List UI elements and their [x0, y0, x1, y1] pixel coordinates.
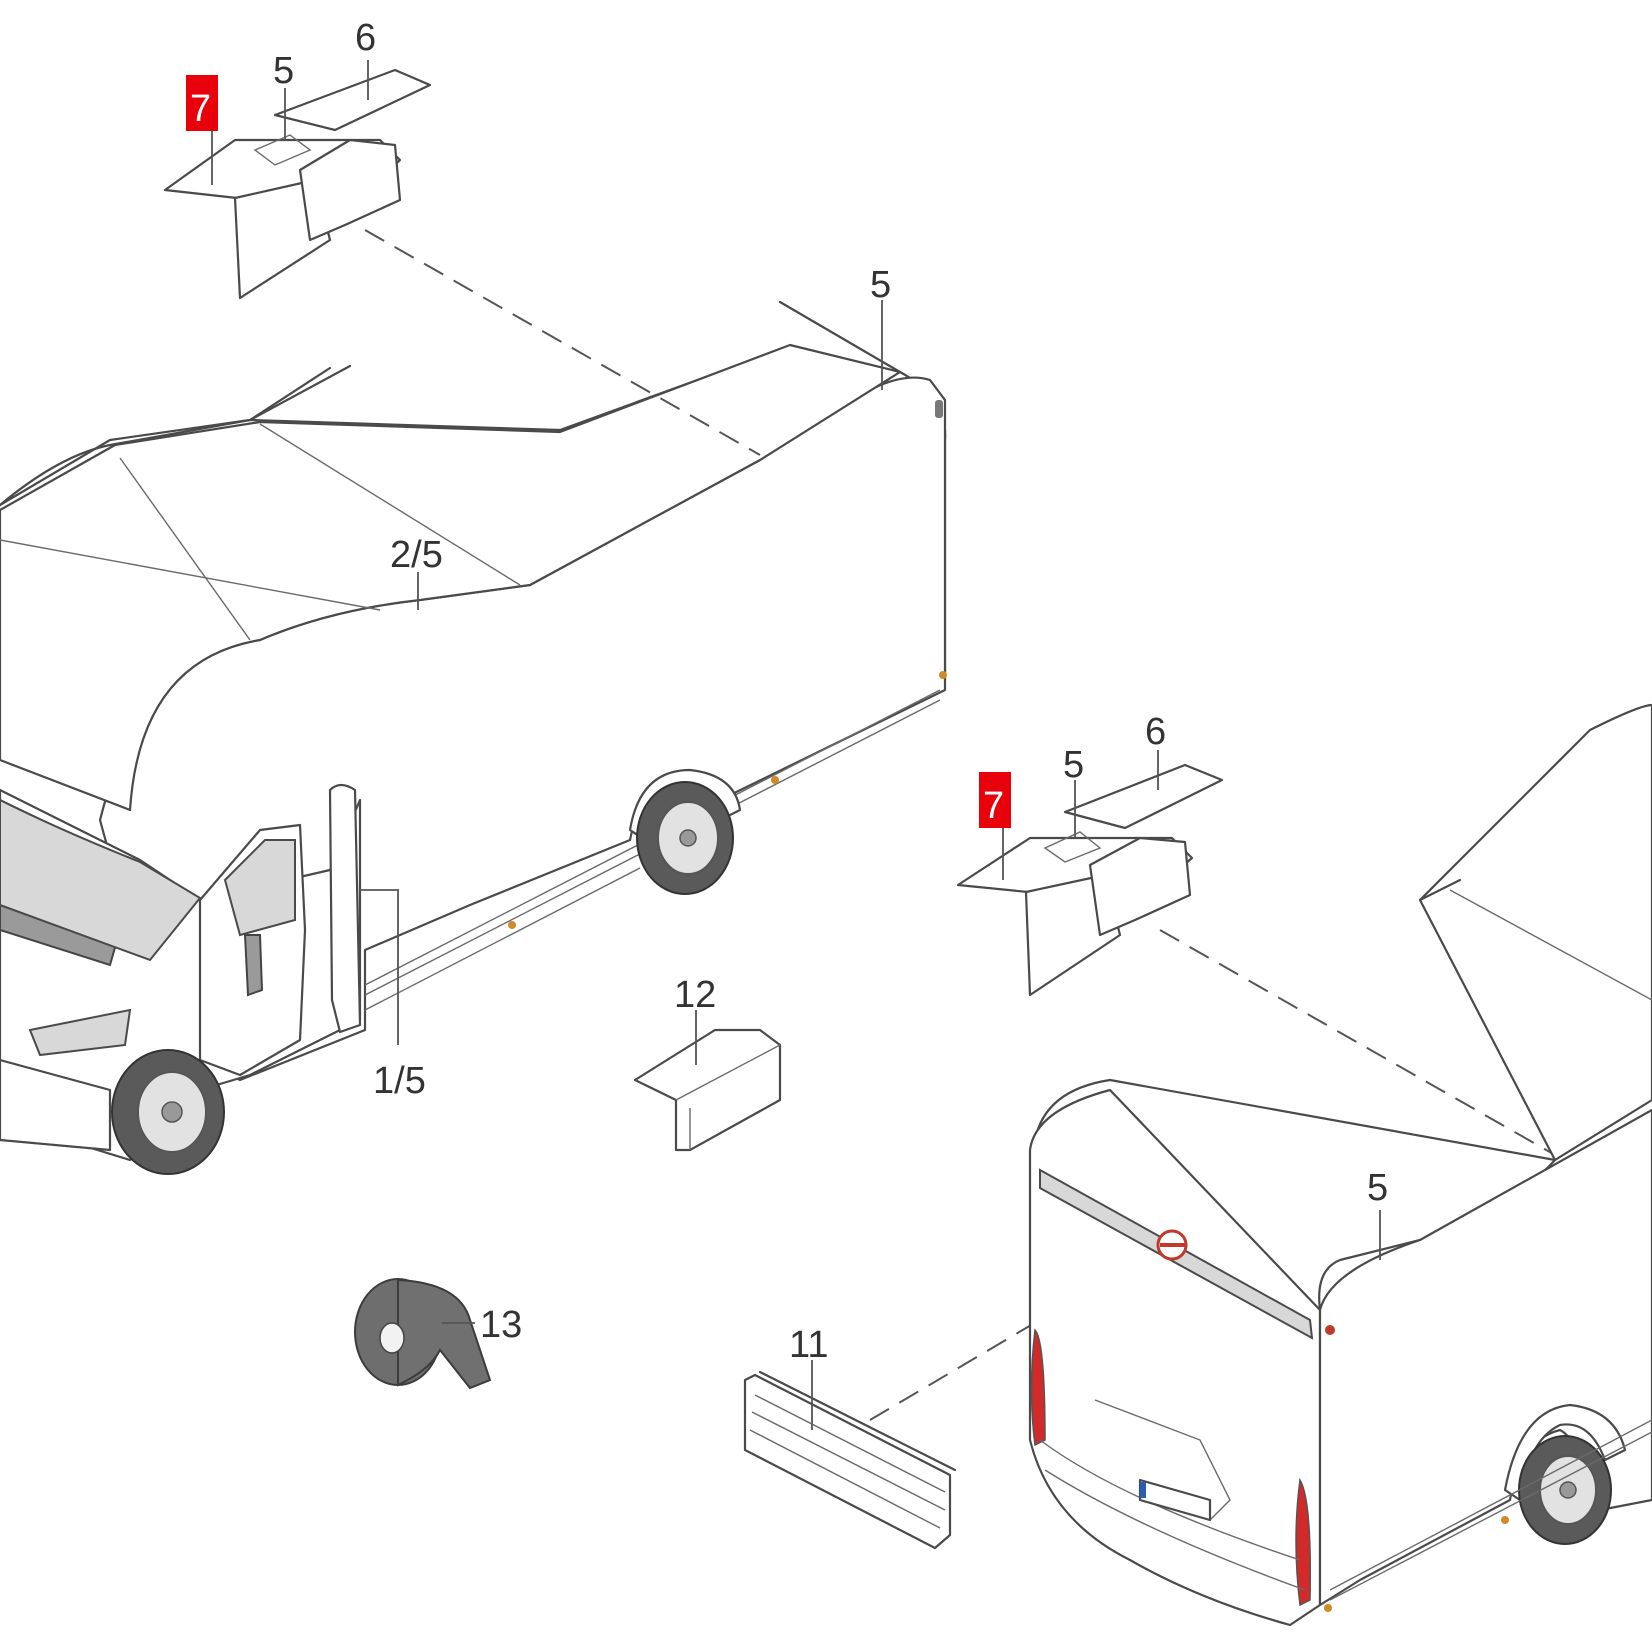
callout-labels: 7 5 6 5 2/5 1/5 7 5 6 12 13 11 5 — [186, 17, 1388, 1366]
motorhome-front-view — [0, 300, 947, 1175]
callout-12[interactable]: 12 — [674, 974, 716, 1016]
rail-profile-icon — [743, 1370, 957, 1550]
callout-1-5[interactable]: 1/5 — [373, 1060, 426, 1102]
callout-5-mid[interactable]: 5 — [1063, 744, 1084, 786]
assembly-line-mid — [1159, 929, 1556, 1156]
callout-6-mid[interactable]: 6 — [1145, 711, 1166, 753]
highlight-box-mid — [979, 772, 1011, 828]
callout-5-rear-vehicle[interactable]: 5 — [1367, 1167, 1388, 1209]
assembly-line-low — [869, 1254, 1151, 1421]
corner-cap-icon — [163, 68, 432, 300]
callout-2-5[interactable]: 2/5 — [390, 534, 443, 576]
callout-7-top[interactable]: 7 — [190, 88, 211, 130]
assembly-line-top — [364, 229, 761, 456]
corner-cap-icon — [633, 1028, 782, 1152]
callout-13[interactable]: 13 — [480, 1304, 522, 1346]
motorhome-rear-view — [1028, 703, 1652, 1627]
callout-11[interactable]: 11 — [789, 1324, 828, 1366]
callout-7-mid[interactable]: 7 — [983, 785, 1004, 827]
corner-cap-icon — [956, 763, 1224, 997]
tape-roll-icon — [354, 1278, 492, 1390]
callout-6-top[interactable]: 6 — [355, 17, 376, 59]
leader-lines — [211, 60, 1381, 1430]
highlight-box-top — [186, 75, 218, 131]
callout-5-top[interactable]: 5 — [273, 50, 294, 92]
callout-5-roof-rear[interactable]: 5 — [870, 264, 891, 306]
